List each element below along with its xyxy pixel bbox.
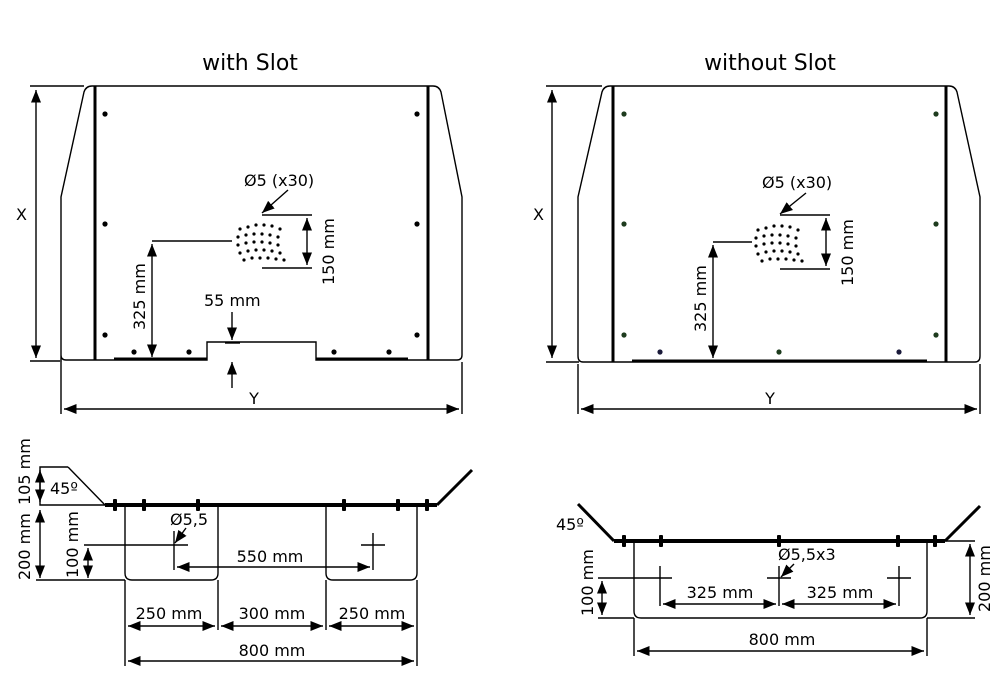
hole-height: 325 mm [130, 263, 149, 330]
spacing-left-label: 325 mm [687, 583, 754, 602]
hole-offset-label: 100 mm [63, 511, 82, 578]
front-view-with-slot: X Y Ø5 (x30) 150 mm 325 mm 55 mm [16, 85, 463, 415]
x-label: X [16, 205, 27, 224]
flange-height: 105 mm [15, 438, 34, 505]
depth-label: 200 mm [15, 513, 34, 580]
spacing-right-label: 325 mm [807, 583, 874, 602]
x-label: X [533, 205, 544, 224]
segment-mid-label: 300 mm [239, 604, 306, 623]
holes-label: Ø5 (x30) [762, 173, 832, 192]
hole-height: 325 mm [691, 265, 710, 332]
slot-height: 55 mm [204, 291, 261, 310]
title-with-slot: with Slot [202, 51, 298, 76]
segment-right-label: 250 mm [339, 604, 406, 623]
total-width-label: 800 mm [239, 641, 306, 660]
angle-label: 45º [556, 515, 584, 534]
hole-cluster [754, 224, 804, 263]
title-without-slot: without Slot [704, 51, 836, 76]
hole-group-height: 150 mm [838, 219, 857, 286]
bottom-view-with-slot: 105 mm 45º 200 mm 100 mm Ø5,5 550 mm 250… [15, 438, 474, 667]
segment-left-label: 250 mm [136, 604, 203, 623]
angle-label: 45º [50, 479, 78, 498]
hole-group-height: 150 mm [319, 218, 338, 285]
y-label: Y [248, 389, 259, 408]
housing-outline [577, 85, 981, 363]
holes-label: Ø5 (x30) [244, 171, 314, 190]
total-width-label: 800 mm [749, 630, 816, 649]
front-view-without-slot: X Y Ø5 (x30) 150 mm 325 mm [533, 85, 981, 415]
housing-outline [60, 85, 463, 361]
hole-diameter-label: Ø5,5x3 [778, 545, 836, 564]
bottom-view-without-slot: 45º Ø5,5x3 100 mm 325 mm 325 mm 200 mm 8… [556, 502, 994, 657]
hole-spacing-label: 550 mm [237, 547, 304, 566]
hole-diameter-label: Ø5,5 [170, 510, 208, 529]
y-label: Y [764, 389, 775, 408]
hole-offset-label: 100 mm [578, 549, 597, 616]
hole-cluster [236, 223, 286, 262]
depth-label: 200 mm [975, 545, 994, 612]
